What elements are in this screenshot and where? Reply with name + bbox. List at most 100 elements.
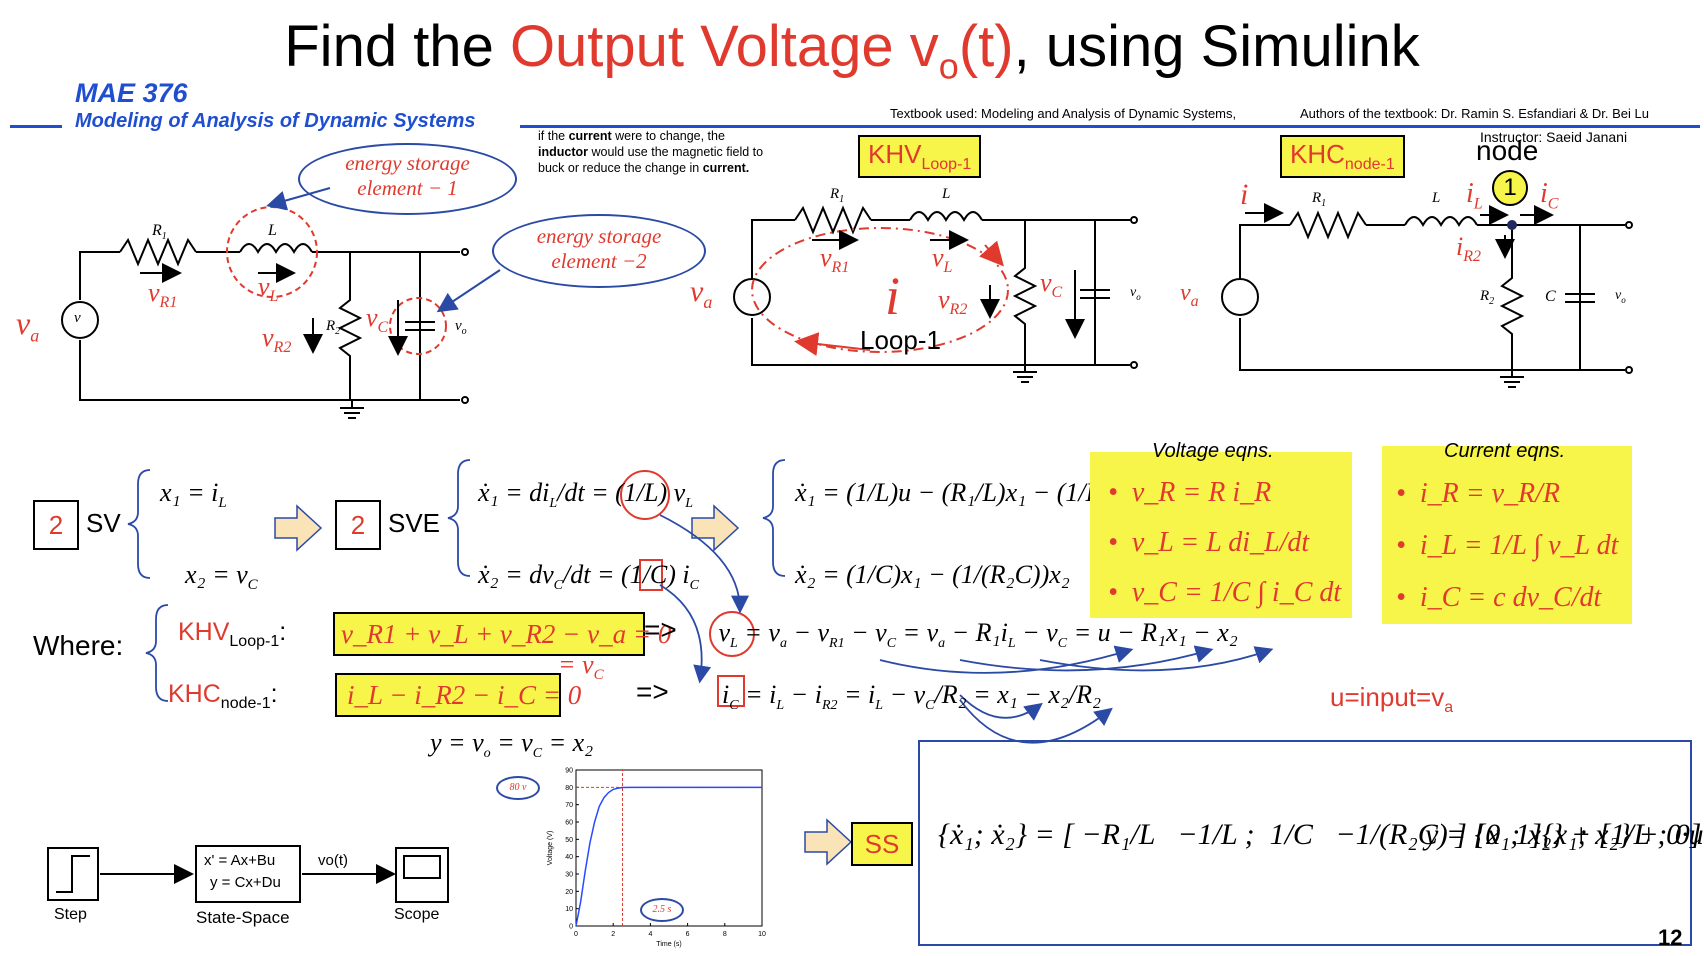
vc-label-2: vC [1040, 268, 1063, 302]
khv-equation: v_R1 + v_L + v_R2 − v_a = 0 [333, 612, 671, 656]
ss-block-line2: y = Cx+Du [210, 874, 281, 891]
inductor-note: if the current were to change, the induc… [538, 129, 764, 175]
x1dot-final-eqn: ẋ₁ = (1/L)u − (R₁/L)x₁ − (1/L)x₂ [795, 478, 1130, 507]
y-tick-label: 0 [569, 924, 573, 931]
voltage-eqns-list: • v_R = R i_R • v_L = L di_L/dt • v_C = … [1108, 468, 1341, 618]
current-eqn-2: • i_L = 1/L ∫ v_L dt [1396, 530, 1619, 561]
input-current-i: i [1240, 178, 1249, 211]
plot-annotation-2-5s: 2.5 s [640, 898, 684, 922]
voltage-eqn-3: • v_C = 1/C ∫ i_C dt [1108, 577, 1342, 608]
y-axis-label: Voltage (V) [547, 831, 554, 866]
x-tick-label: 2 [611, 931, 615, 938]
node-label: node [1476, 135, 1539, 166]
course-name: Modeling of Analysis of Dynamic Systems [75, 110, 476, 132]
where-label: Where: [33, 630, 124, 661]
loop-1-label: Loop-1 [860, 325, 941, 355]
y-tick-label: 60 [565, 820, 573, 827]
l-label-2: L [942, 186, 951, 202]
circuit-2 [733, 205, 1138, 383]
vo-label-2: vo [1130, 285, 1141, 302]
ss-block-label[interactable]: State-Space [196, 908, 290, 927]
ic-label-3: iC [1540, 178, 1559, 213]
current-eqns-list: • i_R = v_R/R • i_L = 1/L ∫ v_L dt • i_C… [1396, 468, 1618, 624]
vr2-label-2: vR2 [938, 285, 968, 319]
state-space-box [918, 740, 1692, 946]
y-tick-label: 80 [565, 785, 573, 792]
current-eqn-3: • i_C = c dv_C/dt [1396, 582, 1602, 613]
l-label-1: L [268, 222, 277, 239]
y-tick-label: 20 [565, 889, 573, 896]
state-space-equation: {ẋ₁; ẋ₂} = [ −R₁/L −1/L ; 1/C −1/(R₂C) ]… [938, 818, 1704, 851]
x-tick-label: 0 [574, 931, 578, 938]
ss-tag: SS [851, 822, 913, 866]
y-tick-label: 50 [565, 837, 573, 844]
vl-substitution: vL = va − vR1 − vC = va − R₁iL − vC = u … [712, 618, 1238, 652]
authors-credit: Authors of the textbook: Dr. Ramin S. Es… [1300, 106, 1650, 121]
sve-label: SVE [388, 508, 441, 538]
circuit-3 [1221, 210, 1633, 388]
vr2-label-1: vR2 [262, 323, 292, 357]
r1-label-3: R1 [1312, 190, 1327, 209]
sv-label: SV [86, 508, 121, 538]
series-line [575, 786, 762, 927]
x-tick-label: 8 [723, 931, 727, 938]
instructor-credit: Instructor: Saeid Janani [1480, 129, 1628, 145]
output-matrix-equation: y = [0 1]{x₁; x₂} + 0·u [1425, 818, 1704, 851]
r1-label-1: R1 [152, 222, 167, 243]
voltage-eqns-box [1090, 452, 1352, 618]
y-tick-label: 10 [565, 906, 573, 913]
voltage-eqn-2: • v_L = L di_L/dt [1108, 527, 1310, 558]
textbook-credit: Textbook used: Modeling and Analysis of … [890, 106, 1237, 121]
x2-definition: x₂ = vC [185, 560, 258, 594]
header-rule-left [10, 125, 62, 128]
sve-count-box: 2 [335, 500, 381, 550]
step-block-label[interactable]: Step [54, 906, 87, 923]
node-number-badge: 1 [1492, 170, 1528, 206]
x-tick-label: 10 [758, 931, 766, 938]
ir2-label-3: iR2 [1456, 232, 1482, 266]
loop-current-i: i [885, 266, 901, 326]
khv-label: KHVLoop-1 [858, 135, 982, 179]
vr1-label-1: vR1 [148, 278, 178, 312]
vl-label-1: vL [258, 272, 279, 306]
output-equation: y = vo = vC = x₂ [430, 728, 594, 762]
page-number: 12 [1658, 925, 1683, 950]
vc-label-1: vC [366, 303, 389, 337]
implies-arrow-1: => [644, 614, 677, 645]
r2-label-3: R2 [1480, 288, 1495, 307]
sv-count-box: 2 [33, 500, 79, 550]
header-rule-right [520, 125, 1700, 128]
va-label-2: va [690, 275, 713, 312]
y-tick-label: 90 [565, 768, 573, 775]
x-tick-label: 4 [648, 931, 652, 938]
va-label-1: va [16, 305, 40, 346]
ss-block-line1: x' = Ax+Bu [204, 852, 276, 869]
vo-label-1: vo [455, 318, 467, 337]
r2-label-1: R2 [326, 318, 341, 337]
khc-equation: i_L − i_R2 − i_C = 0 [335, 673, 581, 717]
c-label-3: C [1545, 288, 1556, 305]
x2dot-final-eqn: ẋ₂ = (1/C)x₁ − (1/(R₂C))x₂ [795, 560, 1070, 589]
r1-label-2: R1 [830, 186, 845, 205]
implies-arrow-2: => [636, 676, 669, 707]
circuit-1 [61, 237, 469, 419]
khc-label: KHCnode-1 [1280, 135, 1405, 179]
current-eqns-title: Current eqns. [1444, 440, 1566, 462]
plot-annotation-80v: 80 v [496, 776, 540, 800]
scope-block-label[interactable]: Scope [394, 906, 440, 923]
page-title: Find the Output Voltage vo(t), using Sim… [284, 14, 1420, 87]
voltage-eqns-title: Voltage eqns. [1152, 440, 1274, 462]
y-tick-label: 70 [565, 802, 573, 809]
khv-eqn-label: KHVLoop-1: [178, 618, 287, 650]
vo-label-3: vo [1615, 288, 1626, 305]
current-eqn-1: • i_R = v_R/R [1396, 478, 1561, 509]
il-label-3: iL [1466, 178, 1483, 213]
x1-definition: x₁ = iL [160, 478, 227, 512]
current-eqns-box [1382, 446, 1632, 624]
va-label-3: va [1180, 280, 1199, 310]
x1dot-eqn: ẋ₁ = diL/dt = (1/L) vL [478, 478, 693, 512]
vl-label-2: vL [932, 243, 953, 277]
